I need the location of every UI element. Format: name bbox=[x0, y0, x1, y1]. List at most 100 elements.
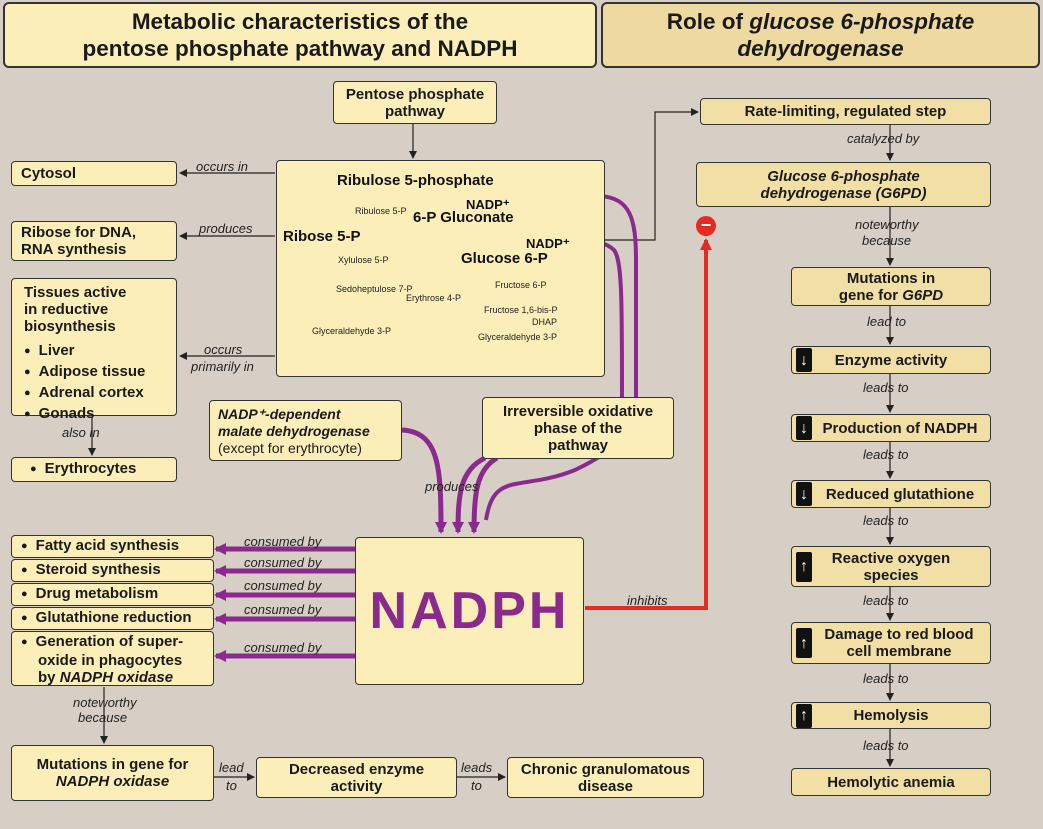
malate-box[interactable]: NADP⁺-dependent malate dehydrogenase (ex… bbox=[209, 400, 402, 461]
label-lead: lead bbox=[219, 760, 244, 775]
oxidative-to-nadph-arrow-1 bbox=[452, 455, 487, 534]
superoxide-em3: NADPH oxidase bbox=[59, 669, 174, 686]
header-left-line1: Metabolic characteristics of the bbox=[131, 9, 469, 34]
erythrocytes-text: Erythrocytes bbox=[30, 460, 176, 479]
consumer-fatty-acid[interactable]: Fatty acid synthesis bbox=[11, 535, 214, 558]
malate-line1: NADP⁺-dependent bbox=[218, 406, 341, 422]
cytosol-text: Cytosol bbox=[21, 165, 77, 182]
damage-line2: cell membrane bbox=[846, 643, 952, 660]
consumer-drug-text: Drug metabolism bbox=[21, 585, 213, 604]
label-inhibits: inhibits bbox=[627, 593, 668, 608]
down-arrow-icon: ↓ bbox=[796, 482, 812, 506]
tissues-box[interactable]: Tissues active in reductive biosynthesis… bbox=[11, 278, 177, 422]
ppp-line2: pathway bbox=[384, 102, 445, 120]
pathway-nadp-upper: NADP⁺ bbox=[466, 197, 510, 212]
erythrocytes-box[interactable]: Erythrocytes bbox=[11, 457, 177, 482]
reduced-text: Reduced glutathione bbox=[825, 485, 975, 503]
damage-box[interactable]: ↑ Damage to red blood cell membrane bbox=[791, 622, 991, 664]
mutations-line2-em: G6PD bbox=[902, 286, 944, 304]
pathway-xylulose: Xylulose 5-P bbox=[338, 255, 389, 265]
hemolytic-anemia-box[interactable]: Hemolytic anemia bbox=[791, 768, 991, 796]
pathway-fructose6p: Fructose 6-P bbox=[495, 280, 547, 290]
production-nadph-box[interactable]: ↓ Production of NADPH bbox=[791, 414, 991, 442]
cgd-line2: disease bbox=[577, 777, 634, 795]
pathway-g3p-right: Glyceraldehyde 3-P bbox=[478, 332, 558, 342]
consumer-fatty-acid-text: Fatty acid synthesis bbox=[21, 537, 213, 556]
ribose-line1: Ribose for DNA, bbox=[21, 224, 137, 241]
hemolysis-text: Hemolysis bbox=[853, 707, 929, 724]
irreversible-line2: phase of the bbox=[533, 419, 623, 437]
label-also-in: also in bbox=[62, 425, 100, 440]
label-consumed-4: consumed by bbox=[244, 602, 322, 617]
label-noteworthy-right: noteworthy bbox=[855, 217, 919, 232]
enzyme-activity-box[interactable]: ↓ Enzyme activity bbox=[791, 346, 991, 374]
reduced-glutathione-box[interactable]: ↓ Reduced glutathione bbox=[791, 480, 991, 508]
production-text: Production of NADPH bbox=[822, 419, 978, 437]
header-right: Role of glucose 6-phosphate dehydrogenas… bbox=[601, 2, 1040, 68]
anemia-text: Hemolytic anemia bbox=[827, 773, 955, 791]
pathway-ribulose-small: Ribulose 5-P bbox=[355, 206, 407, 216]
nox-mutation-box[interactable]: Mutations in gene for NADPH oxidase bbox=[11, 745, 214, 801]
pathway-g3p-left: Glyceraldehyde 3-P bbox=[312, 326, 392, 336]
ros-line1: Reactive oxygen bbox=[831, 549, 951, 567]
decreased-activity-box[interactable]: Decreased enzyme activity bbox=[256, 757, 457, 798]
mutations-line2: gene for G6PD bbox=[839, 287, 943, 304]
minus-icon: − bbox=[696, 216, 716, 236]
g6pd-mutation-box[interactable]: Mutations in gene for G6PD bbox=[791, 267, 991, 306]
label-leads-to-1: leads to bbox=[863, 380, 909, 395]
ppp-box[interactable]: Pentose phosphate pathway bbox=[333, 81, 497, 124]
label-produces: produces bbox=[199, 221, 253, 236]
down-arrow-icon: ↓ bbox=[796, 416, 812, 440]
hemolysis-box[interactable]: ↑ Hemolysis bbox=[791, 702, 991, 729]
label-occurs-in: occurs in bbox=[196, 159, 249, 174]
malate-line2: malate dehydrogenase bbox=[218, 423, 370, 439]
cgd-box[interactable]: Chronic granulomatous disease bbox=[507, 757, 704, 798]
nox-line1: Mutations in gene for bbox=[36, 756, 189, 773]
pathway-sedoheptulose: Sedoheptulose 7-P bbox=[336, 284, 413, 294]
decreased-line2: activity bbox=[330, 777, 383, 795]
tissue-item-gonads: Gonads bbox=[24, 405, 176, 424]
ros-box[interactable]: ↑ Reactive oxygen species bbox=[791, 546, 991, 587]
label-leads-to-3: leads to bbox=[863, 513, 909, 528]
up-arrow-icon: ↑ bbox=[796, 551, 812, 582]
pathway-nadp-lower: NADP⁺ bbox=[526, 236, 570, 251]
irreversible-line3: pathway bbox=[547, 436, 608, 454]
consumer-glutathione[interactable]: Glutathione reduction bbox=[11, 607, 214, 630]
pathway-fructose16: Fructose 1,6-bis-P bbox=[484, 305, 558, 315]
rate-limiting-box[interactable]: Rate-limiting, regulated step bbox=[700, 98, 991, 125]
label-consumed-3: consumed by bbox=[244, 578, 322, 593]
header-right-em: glucose 6-phosphate bbox=[749, 9, 975, 34]
label-occurs: occurs bbox=[204, 342, 243, 357]
consumer-steroid-text: Steroid synthesis bbox=[21, 561, 213, 580]
pathway-box[interactable] bbox=[276, 160, 605, 377]
tissue-item-liver: Liver bbox=[24, 342, 176, 361]
consumer-glutathione-text: Glutathione reduction bbox=[21, 609, 213, 628]
enzyme-text: Enzyme activity bbox=[834, 351, 948, 369]
label-lead-to-right: lead to bbox=[867, 314, 907, 329]
decreased-line1: Decreased enzyme bbox=[288, 760, 425, 778]
header-left: Metabolic characteristics of the pentose… bbox=[3, 2, 597, 68]
consumer-drug[interactable]: Drug metabolism bbox=[11, 583, 214, 606]
label-leads-to-2: leads to bbox=[863, 447, 909, 462]
nadp-to-rate-limiting-arrow bbox=[579, 108, 699, 241]
label-primarily-in: primarily in bbox=[191, 359, 254, 374]
g6pd-line2: dehydrogenase (G6PD) bbox=[761, 185, 927, 202]
irreversible-line1: Irreversible oxidative bbox=[502, 402, 654, 420]
g6pd-box[interactable]: Glucose 6-phosphate dehydrogenase (G6PD) bbox=[696, 162, 991, 207]
superoxide-line1: Generation of super- bbox=[21, 633, 213, 652]
nadph-box[interactable]: NADPH bbox=[355, 537, 584, 685]
header-right-line2: dehydrogenase bbox=[737, 36, 904, 61]
malate-to-nadph-arrow bbox=[401, 427, 447, 534]
pathway-gluconate6p: 6-P Gluconate bbox=[413, 209, 514, 226]
pathway-glucose6p: Glucose 6-P bbox=[461, 250, 548, 267]
label-leads-to-5: leads to bbox=[863, 671, 909, 686]
label-catalyzed-by: catalyzed by bbox=[847, 131, 920, 146]
consumer-steroid[interactable]: Steroid synthesis bbox=[11, 559, 214, 582]
irreversible-box[interactable]: Irreversible oxidative phase of the path… bbox=[482, 397, 674, 459]
pathway-ribose5p: Ribose 5-P bbox=[283, 228, 361, 245]
consumer-superoxide[interactable]: Generation of super- oxide in phagocytes… bbox=[11, 631, 214, 686]
cytosol-box[interactable]: Cytosol bbox=[11, 161, 177, 186]
ribose-box[interactable]: Ribose for DNA, RNA synthesis bbox=[11, 221, 177, 261]
inhibits-arrow bbox=[585, 238, 712, 610]
